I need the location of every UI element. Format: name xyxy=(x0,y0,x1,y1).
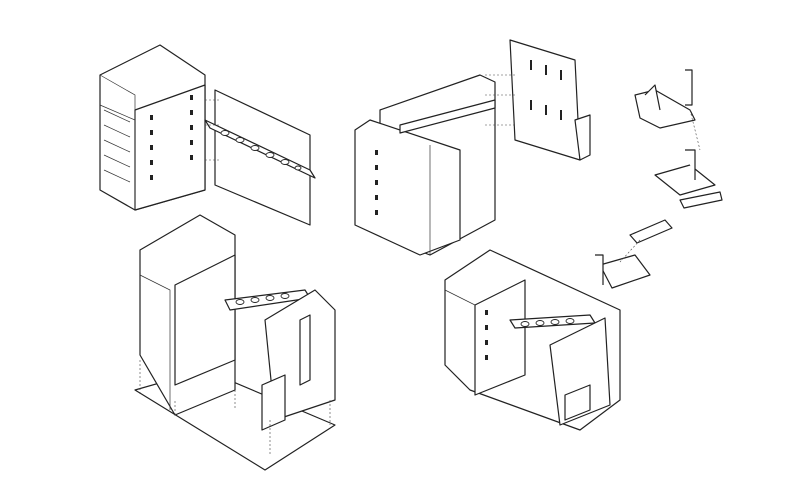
assembled-unit-partitions xyxy=(444,249,621,431)
shelf-unit-rear-panel xyxy=(354,39,591,256)
shelf-unit-exploded-side-panel xyxy=(99,44,316,226)
tool-holder-holes xyxy=(520,318,575,327)
slot-column xyxy=(150,95,193,180)
slot-column xyxy=(485,310,488,360)
tool-holder-holes xyxy=(235,293,290,305)
slot-column xyxy=(530,60,562,120)
bracket-details xyxy=(595,69,723,289)
tool-holder-holes xyxy=(220,130,302,171)
large-unit-base-plate xyxy=(134,214,336,471)
slot-column xyxy=(375,150,378,215)
